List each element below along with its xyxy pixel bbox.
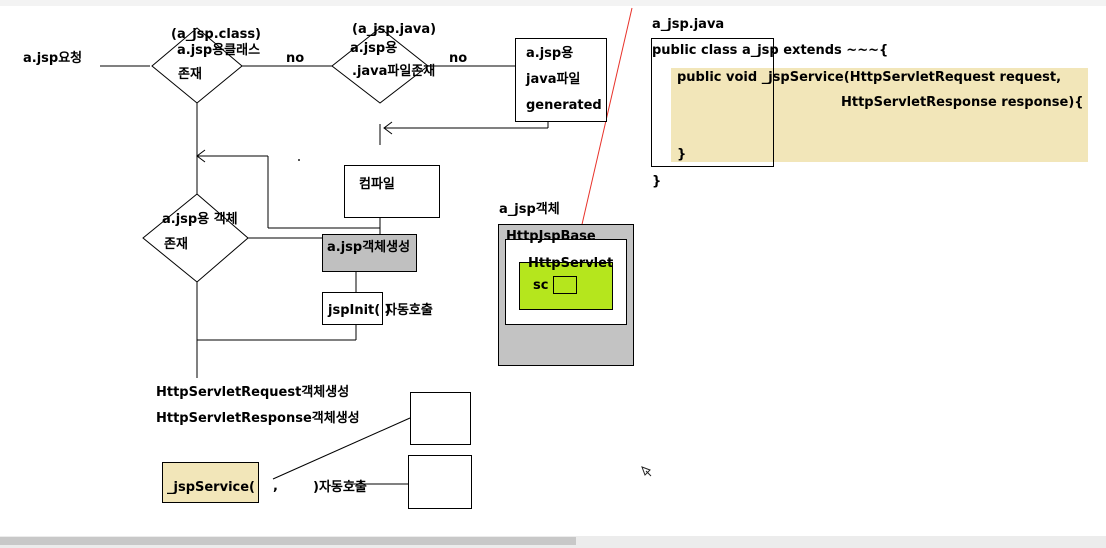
jspservice-box [162, 462, 259, 503]
jspservice-comma: , [273, 479, 278, 494]
response-object-label: HttpServletResponse객체생성 [156, 411, 360, 426]
code-highlight [671, 68, 1088, 162]
generated-box-line-1: a.jsp용 [526, 46, 574, 61]
sc-box [553, 276, 577, 294]
generated-box-line-2: java파일 [526, 72, 581, 87]
java-decision-label-1: a.jsp용 [350, 41, 398, 56]
no-label: no [449, 51, 468, 66]
request-object-label: HttpServletRequest객체생성 [156, 385, 350, 400]
dot-marker [298, 159, 300, 161]
code-class-box [651, 38, 774, 167]
code-line-4: } [677, 147, 687, 162]
sc-label: sc [533, 278, 549, 293]
connector [272, 417, 411, 480]
object-exists-decision [142, 193, 249, 283]
create-object-box [322, 234, 417, 272]
object-decision-label-2: 존재 [164, 237, 188, 252]
no-label: no [286, 51, 305, 66]
code-line-5: } [652, 174, 662, 189]
jspservice-suffix: )자동호출 [313, 480, 367, 495]
cursor-icon [641, 466, 652, 477]
code-line-3: HttpServletResponse response){ [841, 95, 1084, 110]
create-object-label: a.jsp객체생성 [327, 240, 411, 255]
class-decision-label-1: a.jsp용클래스 [177, 43, 261, 58]
jspinit-box [322, 292, 383, 325]
httpservlet-box [519, 262, 613, 310]
class-file-note: (a_jsp.class) [171, 27, 262, 42]
generated-box-line-3: generated [526, 98, 602, 113]
java-exists-decision [331, 27, 429, 104]
generated-box [515, 38, 607, 122]
code-line-2: public void _jspService(HttpServletReque… [677, 70, 1062, 85]
compile-box [344, 165, 440, 218]
request-label: a.jsp요청 [23, 51, 83, 66]
java-decision-label-2: .java파일존재 [352, 64, 436, 79]
request-param-box [410, 392, 471, 445]
arrow-head [383, 121, 393, 135]
code-line-1: public class a_jsp extends ~~~{ [652, 43, 889, 58]
code-filename: a_jsp.java [652, 17, 725, 32]
class-decision-label-2: 존재 [178, 67, 202, 82]
java-file-note: (a_jsp.java) [352, 22, 437, 37]
response-param-box [408, 455, 472, 509]
compile-label: 컴파일 [359, 177, 395, 192]
scrollbar-thumb[interactable] [0, 537, 576, 545]
httpjspbase-label: HttpJspBase [506, 229, 596, 244]
jspinit-label: jspInit( ) [328, 303, 391, 318]
jspservice-label: _jspService( [167, 480, 255, 495]
httpservlet-label: HttpServlet [528, 256, 614, 271]
object-decision-label-1: a.jsp용 객체 [162, 212, 238, 227]
object-model-title: a_jsp객체 [499, 202, 560, 217]
jspinit-suffix: 자동호출 [385, 303, 433, 318]
top-strip [0, 0, 1106, 6]
